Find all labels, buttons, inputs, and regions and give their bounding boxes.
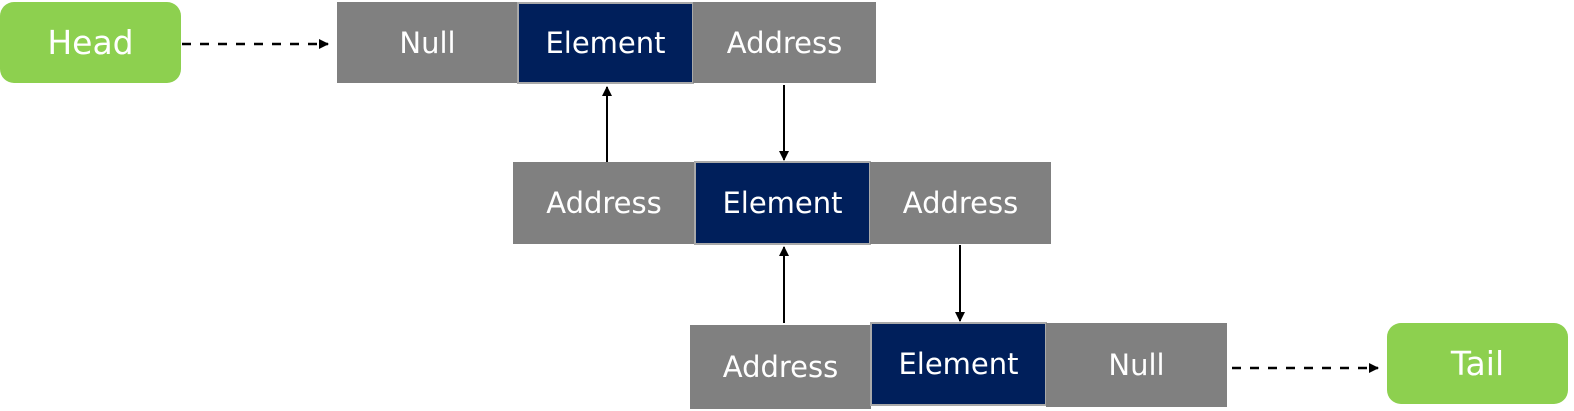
tail-label: Tail bbox=[1387, 323, 1568, 404]
node-2-element-cell: Element bbox=[694, 161, 871, 245]
node-3-prev-cell: Address bbox=[690, 325, 871, 409]
node-1-element-cell: Element bbox=[517, 2, 694, 84]
node-2-next-cell: Address bbox=[870, 162, 1051, 244]
node-2-prev-cell: Address bbox=[513, 162, 695, 244]
node-3-next-cell: Null bbox=[1046, 323, 1227, 407]
node-3-element-cell: Element bbox=[870, 322, 1047, 406]
node-1-next-cell: Address bbox=[693, 2, 876, 83]
node-1-prev-cell: Null bbox=[337, 2, 518, 83]
head-label: Head bbox=[0, 2, 181, 83]
